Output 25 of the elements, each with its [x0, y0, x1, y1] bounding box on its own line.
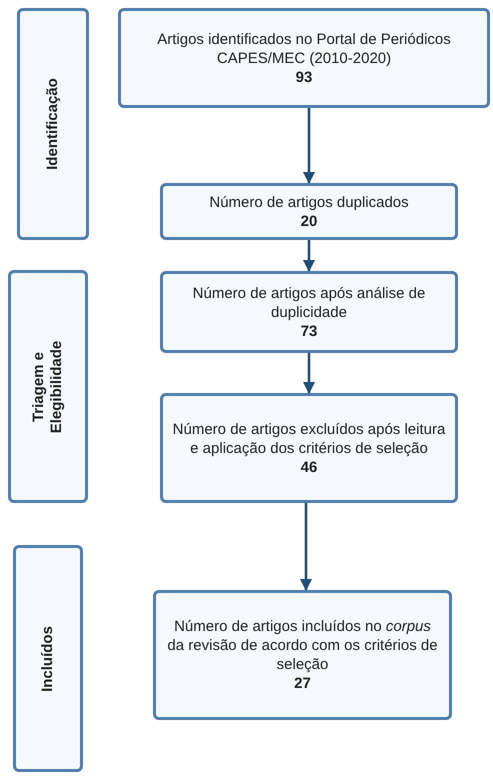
stage-box	[13, 545, 83, 772]
process-box	[118, 8, 490, 108]
count-number: 27	[294, 674, 311, 693]
process-box	[160, 183, 458, 240]
box-description: Número de artigos incluídos no corpus da revisão de acordo com os critérios de seleção	[166, 617, 439, 674]
stage-label: Incluídos	[39, 624, 57, 694]
count-number: 20	[300, 212, 318, 230]
box-description: Artigos identificados no Portal de Periódicos CAPES/MEC (2010-2020)	[156, 30, 452, 68]
box-description: Número de artigos excluídos após leitura e aplicação dos critérios de seleção	[172, 420, 446, 458]
process-box	[153, 590, 452, 720]
count-number: 73	[300, 322, 318, 340]
count-number: 46	[300, 458, 318, 476]
stage-label: Triagem e Elegibilidade	[30, 339, 66, 435]
process-box	[160, 271, 458, 353]
box-description: Número de artigos duplicados	[209, 192, 409, 212]
arrow	[303, 108, 315, 184]
count-number: 93	[296, 68, 312, 86]
arrow	[303, 240, 315, 272]
box-description: Número de artigos após análise de duplicidade	[192, 284, 426, 322]
stage-box	[8, 270, 88, 503]
process-box	[160, 393, 458, 503]
stage-label: Identificação	[44, 77, 62, 172]
arrow	[303, 353, 315, 394]
arrow	[300, 503, 312, 591]
stage-box	[17, 8, 89, 240]
